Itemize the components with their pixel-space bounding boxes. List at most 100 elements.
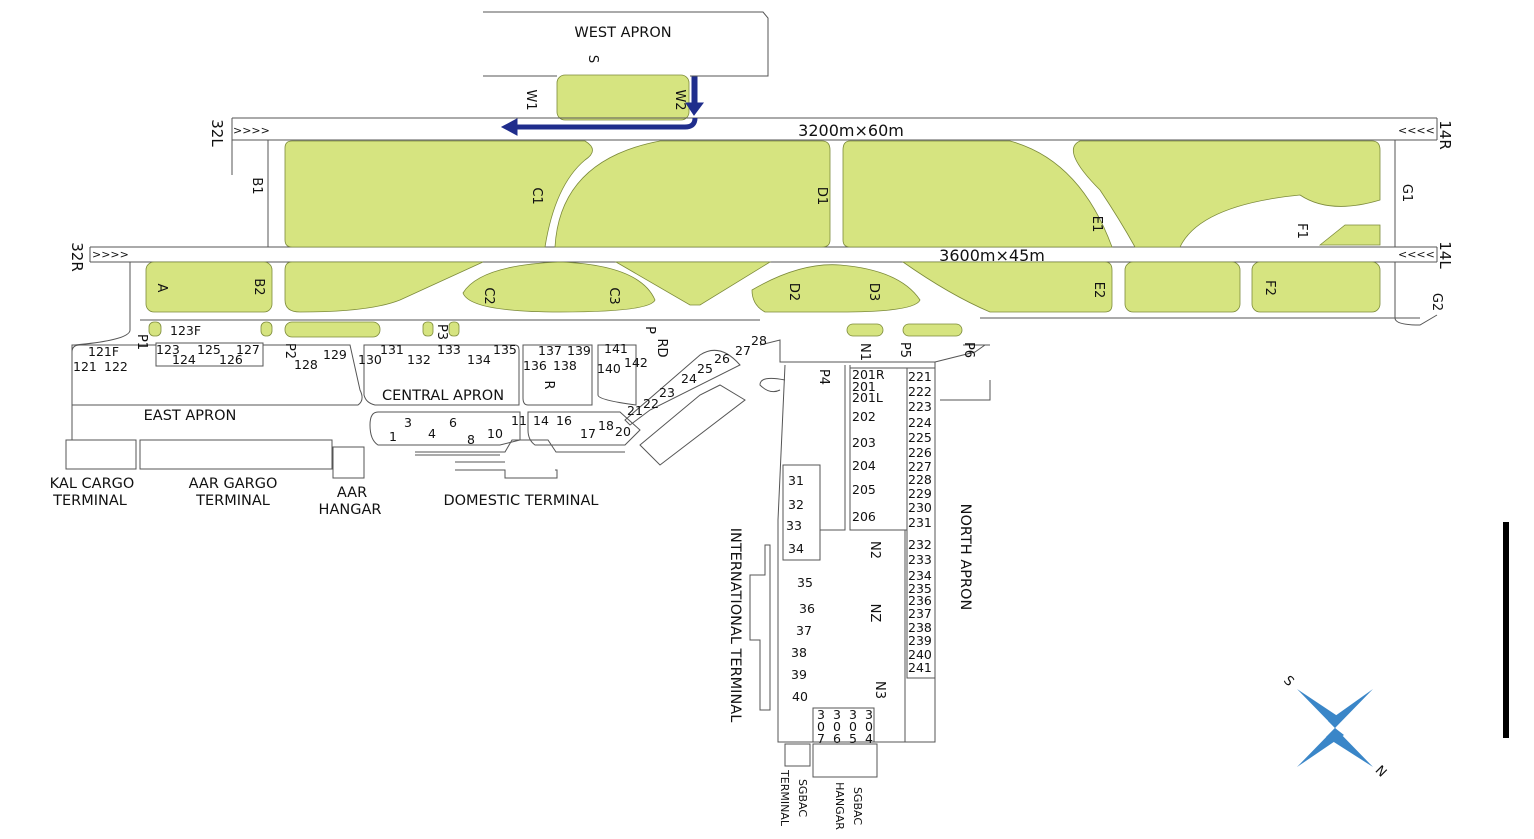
stand-11: 11 — [511, 413, 527, 428]
stand-241: 241 — [908, 660, 932, 675]
stand-123: 123 — [156, 342, 180, 357]
central-apron-outline — [363, 344, 520, 406]
area-labels: WEST APRON EAST APRON CENTRAL APRON NORT… — [50, 25, 973, 722]
taxiway-p4: P4 — [816, 369, 831, 385]
grass-small-7 — [902, 323, 963, 337]
stand-33: 33 — [786, 518, 802, 533]
taxiway-w2: W2 — [672, 89, 687, 110]
stand-221: 221 — [908, 369, 932, 384]
stand-222: 222 — [908, 384, 932, 399]
stand-206: 206 — [852, 509, 876, 524]
runway-south[interactable] — [89, 246, 1438, 263]
north-apron-label: NORTH APRON — [957, 504, 973, 611]
kal-cargo-label-2: TERMINAL — [52, 493, 127, 509]
aar-cargo-label-2: TERMINAL — [195, 493, 270, 509]
stand-14: 14 — [533, 413, 549, 428]
stand-123F: 123F — [170, 323, 201, 338]
aar-cargo-terminal-building — [139, 439, 333, 470]
runway-32r-label: 32R — [68, 242, 86, 272]
taxiway-p3: P3 — [434, 324, 449, 340]
stand-231: 231 — [908, 515, 932, 530]
grass-row2-c — [462, 261, 656, 313]
north-200-block — [849, 367, 908, 531]
stand-31: 31 — [788, 473, 804, 488]
scale-bar — [1503, 522, 1509, 738]
runway-32l-label: 32L — [208, 119, 226, 147]
stand-227: 227 — [908, 459, 932, 474]
stand-234: 234 — [908, 568, 932, 583]
stand-128: 128 — [294, 357, 318, 372]
sgbac-terminal-building — [784, 743, 811, 767]
grass-row2-d — [614, 261, 772, 306]
threshold-14l: <<<< — [1398, 248, 1435, 261]
grass-block-1 — [284, 140, 593, 248]
intl-diag-apron — [624, 349, 746, 466]
taxiway-p: P — [642, 326, 657, 334]
stand-139: 139 — [567, 343, 591, 358]
runway-north[interactable] — [231, 117, 1438, 247]
stand-129: 129 — [323, 347, 347, 362]
stand-201: 201 — [852, 379, 876, 394]
runway-14l-label: 14L — [1436, 241, 1454, 269]
stand-28: 28 — [751, 333, 767, 348]
taxiway-n3: N3 — [872, 681, 887, 699]
stand-140: 140 — [597, 361, 621, 376]
threshold-32l: >>>> — [233, 124, 270, 137]
stand-138: 138 — [553, 358, 577, 373]
sgbac-terminal-label-1: SGBAC — [796, 779, 809, 817]
stand-126: 126 — [219, 352, 243, 367]
grass-small-3 — [284, 321, 381, 338]
stand-240: 240 — [908, 647, 932, 662]
threshold-32r: >>>> — [92, 248, 129, 261]
kal-cargo-terminal-building — [65, 439, 137, 470]
north-300-block — [812, 707, 875, 743]
stand-18: 18 — [598, 418, 614, 433]
taxiway-d1: D1 — [814, 187, 829, 205]
north-apron-road — [934, 344, 991, 401]
taxiway-r: R — [541, 380, 556, 389]
grass-small-4 — [422, 321, 434, 337]
stand-228: 228 — [908, 472, 932, 487]
compass-south: S — [1280, 673, 1296, 689]
domestic-terminal-label: DOMESTIC TERMINAL — [443, 493, 598, 509]
taxiway-p6: P6 — [961, 342, 976, 358]
grass-block-4 — [1072, 140, 1381, 248]
east-apron-outline — [71, 344, 363, 406]
stand-130: 130 — [358, 352, 382, 367]
stand-236: 236 — [908, 593, 932, 608]
stand-141: 141 — [604, 341, 628, 356]
stand-135: 135 — [493, 342, 517, 357]
kal-cargo-label-1: KAL CARGO — [50, 476, 135, 492]
domestic-apron-outline — [369, 411, 641, 446]
stand-34: 34 — [788, 541, 804, 556]
taxiway-s: S — [585, 55, 600, 63]
taxiway-f1: F1 — [1294, 223, 1309, 239]
grass-small-1 — [148, 321, 162, 337]
intl-stand-column — [782, 464, 821, 561]
stand-4: 4 — [428, 426, 436, 441]
grass-block-5 — [1318, 224, 1381, 246]
taxiway-e1: E1 — [1089, 216, 1104, 233]
grass-west — [556, 74, 690, 121]
stand-201R: 201R — [852, 367, 885, 382]
taxiway-c1: C1 — [529, 187, 544, 204]
stand-122: 122 — [104, 359, 128, 374]
grass-row2-b — [284, 261, 484, 313]
stand-35: 35 — [797, 575, 813, 590]
stand-25: 25 — [697, 361, 713, 376]
north-220-block — [906, 367, 936, 679]
sgbac-hangar-building — [812, 743, 878, 778]
taxiway-c3: C3 — [606, 287, 621, 304]
grass-row2-f — [901, 261, 1113, 313]
stand-1: 1 — [389, 429, 397, 444]
taxiway-p2: P2 — [282, 343, 297, 359]
taxiway-p5: P5 — [897, 342, 912, 358]
stand-131: 131 — [380, 342, 404, 357]
stand-27: 27 — [735, 343, 751, 358]
taxiway-f2: F2 — [1262, 280, 1277, 296]
stand-134: 134 — [467, 352, 491, 367]
domestic-terminal — [415, 439, 625, 479]
stand-125: 125 — [197, 342, 221, 357]
